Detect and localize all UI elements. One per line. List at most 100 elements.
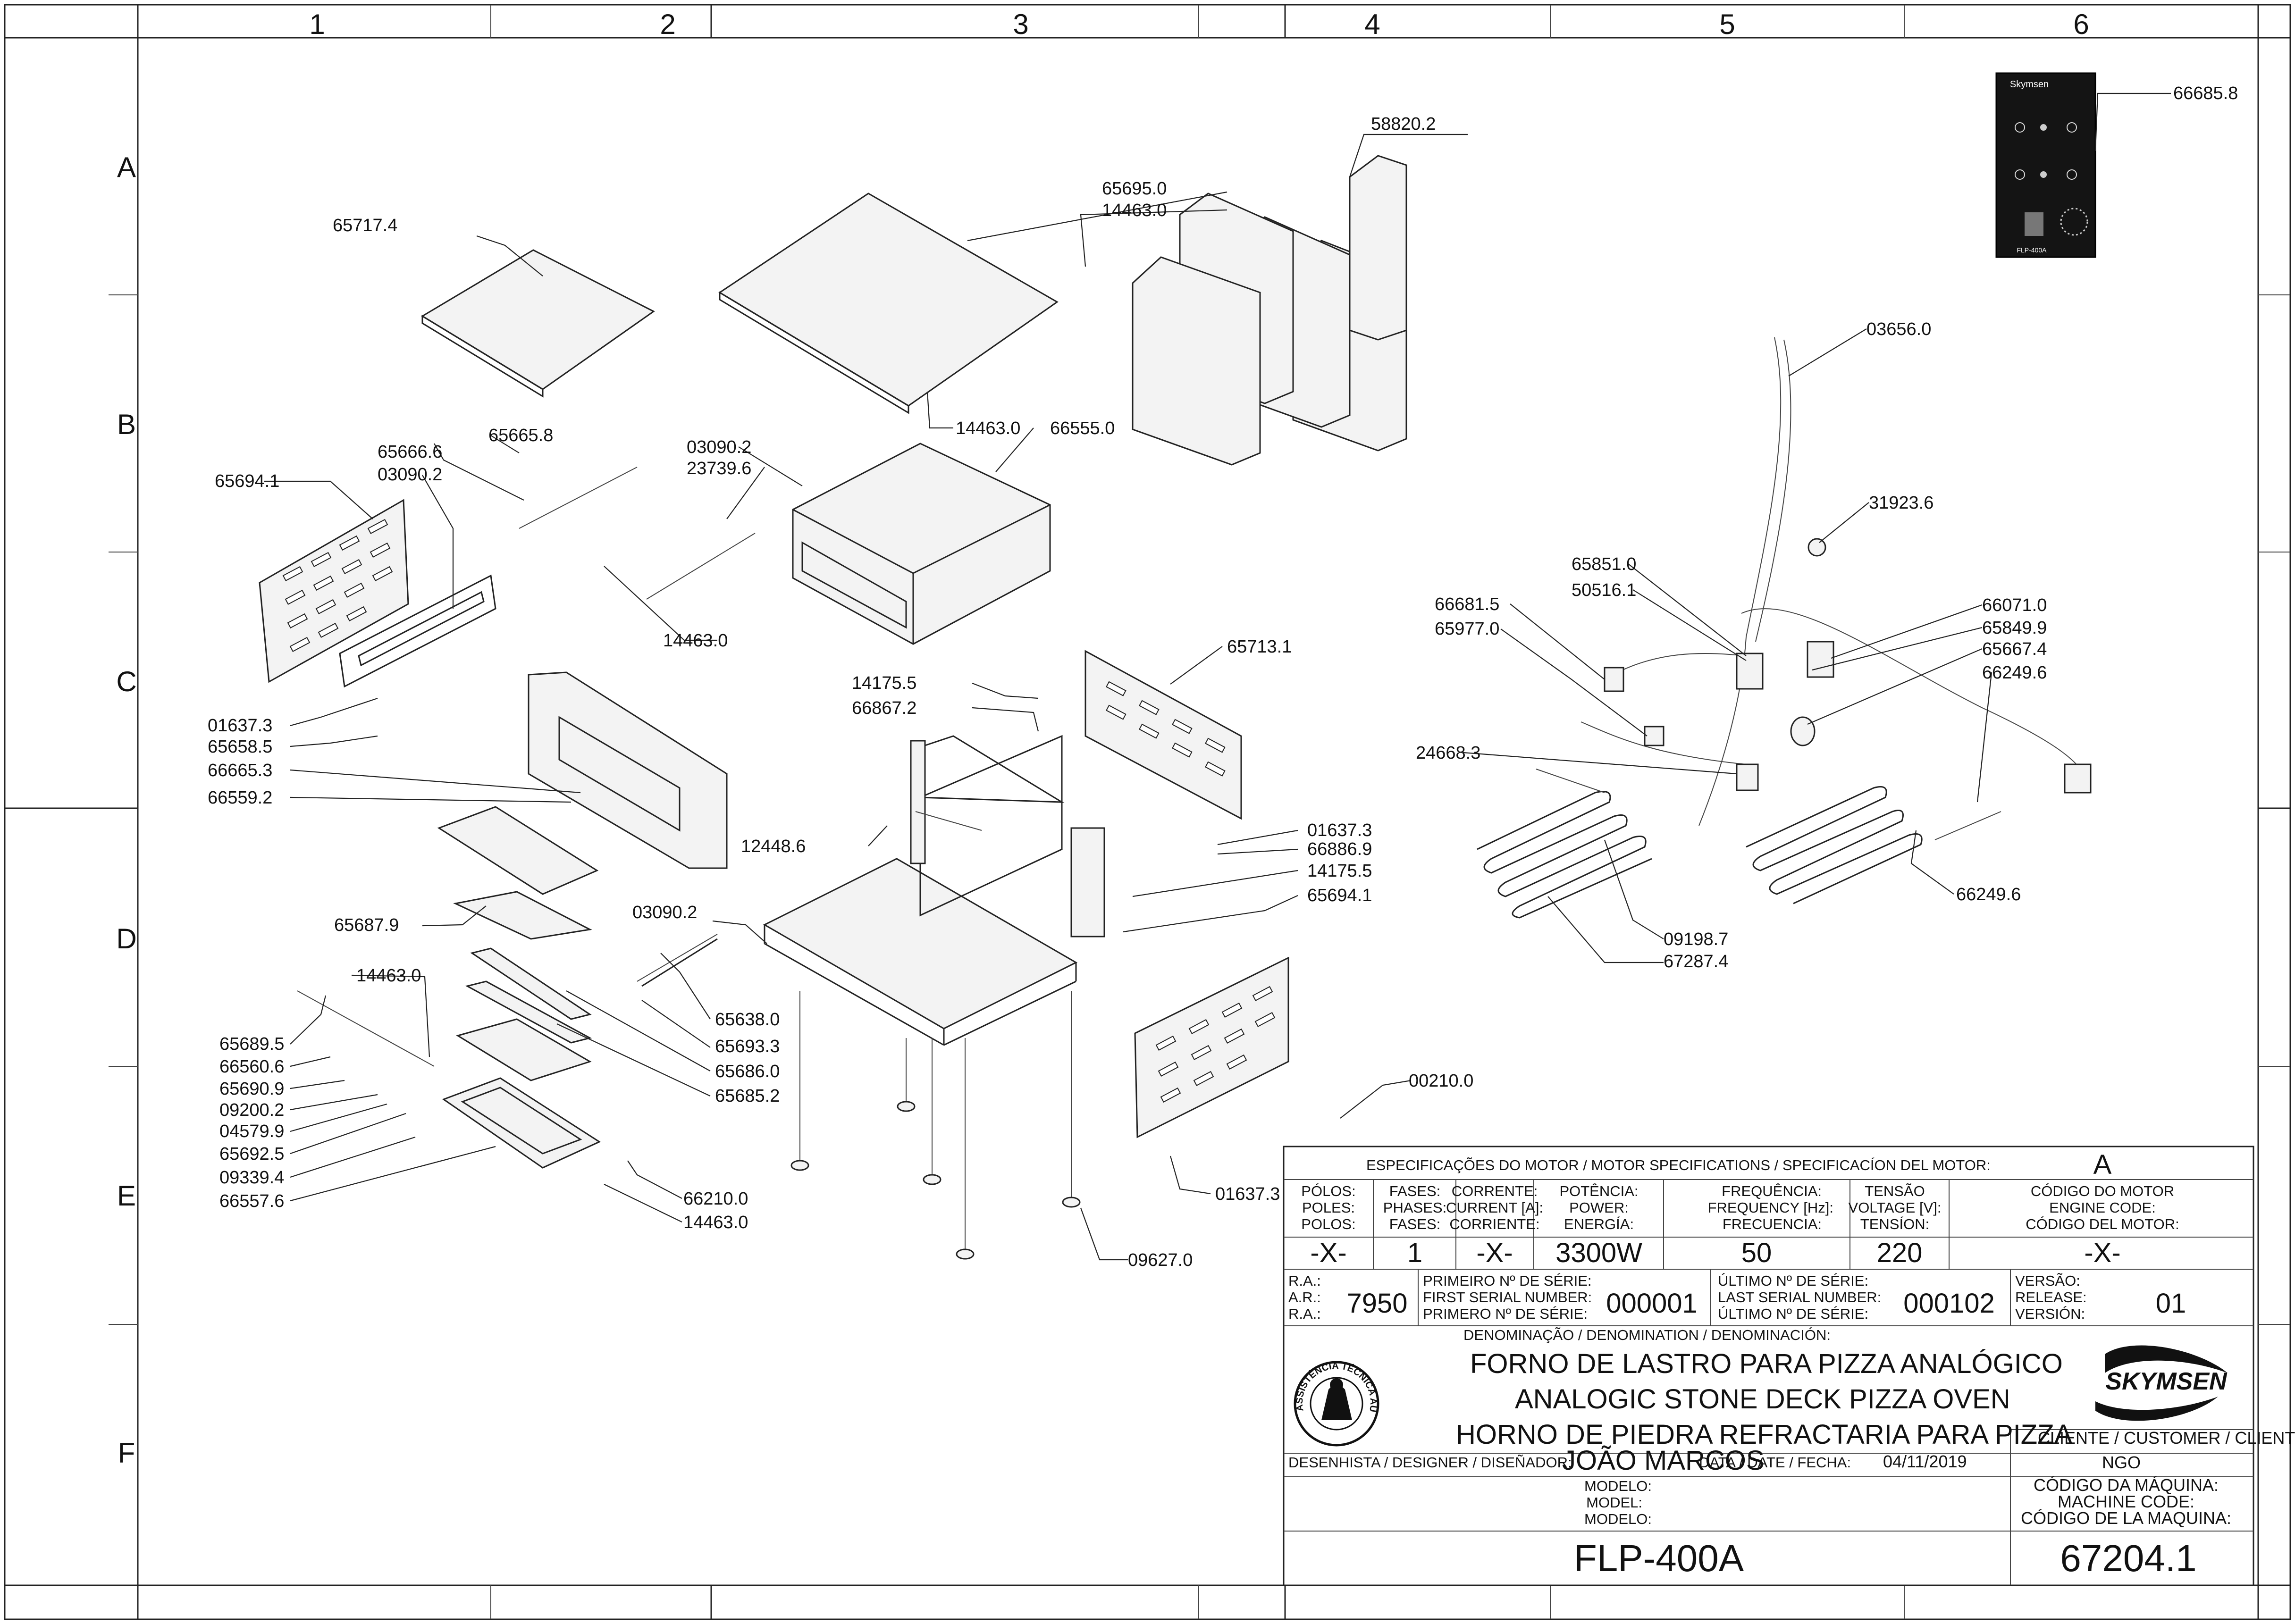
control-panel-brand: Skymsen (2010, 79, 2049, 90)
part-label: 14175.5 (1307, 861, 1372, 881)
motor-spec-header: ESPECIFICAÇÕES DO MOTOR / MOTOR SPECIFIC… (1366, 1157, 1991, 1173)
zone-col-3: 3 (1013, 8, 1028, 40)
part-label: 01637.3 (208, 716, 272, 736)
zone-row-A: A (117, 151, 136, 183)
part-label: 01637.3 (1307, 820, 1372, 840)
part-label: 65693.3 (715, 1037, 780, 1056)
col-label: PÓLOS: (1301, 1183, 1355, 1199)
relay-66071-0 (1807, 641, 1834, 678)
part-label: 66210.0 (683, 1189, 748, 1209)
part-label: 65638.0 (715, 1010, 780, 1030)
version-value: 01 (2156, 1288, 2186, 1319)
part-label: 50516.1 (1572, 580, 1636, 600)
brand-logo: SKYMSEN (2095, 1345, 2228, 1421)
cover-panel-65695-0 (718, 193, 1059, 407)
part-label: 65694.1 (215, 471, 279, 491)
value-frequency: 50 (1741, 1238, 1772, 1268)
part-label: 65658.5 (208, 737, 272, 757)
drawer-66557-6 (442, 1077, 601, 1169)
motor-col-poles: PÓLOS: POLES: POLOS: (1301, 1183, 1355, 1232)
col-label: TENSÍON: (1860, 1216, 1929, 1232)
part-label: 65695.0 (1102, 179, 1167, 199)
terminal-66681-5 (1604, 667, 1624, 692)
machine-code-label: CÓDIGO DA MÁQUINA: (2034, 1475, 2219, 1495)
date-value: 04/11/2019 (1883, 1452, 1967, 1471)
first-serial-label: PRIMERO Nº DE SÉRIE: (1423, 1306, 1588, 1322)
part-label: 65851.0 (1572, 554, 1636, 574)
part-label: 65713.1 (1227, 637, 1292, 657)
col-label: POTÊNCIA: (1559, 1183, 1638, 1199)
motor-col-voltage: TENSÃO VOLTAGE [V]: TENSÍON: (1849, 1183, 1942, 1232)
value-voltage: 220 (1877, 1238, 1923, 1268)
first-serial-label: PRIMEIRO Nº DE SÉRIE: (1423, 1272, 1592, 1289)
part-label: 09198.7 (1664, 929, 1728, 949)
model-value: FLP-400A (1574, 1537, 1744, 1579)
part-label: 66867.2 (852, 698, 916, 718)
motor-col-power: POTÊNCIA: POWER: ENERGÍA: (1559, 1183, 1638, 1232)
version-label: VERSIÓN: (2015, 1306, 2085, 1322)
model-label: MODEL: (1586, 1494, 1642, 1511)
zone-row-D: D (116, 923, 136, 954)
client-value: NGO (2102, 1453, 2141, 1472)
parts-artwork: Skymsen FLP-400A (259, 72, 2096, 1260)
value-current: -X- (1476, 1238, 1513, 1268)
part-label: 03090.2 (687, 437, 751, 457)
motor-col-engine-code: CÓDIGO DO MOTOR ENGINE CODE: CÓDIGO DEL … (2026, 1183, 2179, 1232)
zone-col-1: 1 (309, 8, 325, 40)
version-label: RELEASE: (2015, 1289, 2087, 1306)
part-label: 14463.0 (356, 966, 421, 986)
col-label: CÓDIGO DO MOTOR (2031, 1183, 2174, 1199)
col-label: FASES: (1389, 1216, 1441, 1232)
part-number-labels: 58820.2 66685.8 65695.0 14463.0 65717.4 … (208, 84, 2238, 1270)
part-label: 03090.2 (378, 465, 442, 485)
part-label: 65689.5 (219, 1034, 284, 1054)
brand-name: SKYMSEN (2105, 1368, 2228, 1395)
part-label: 14463.0 (663, 631, 728, 651)
switch-65977-0 (1644, 726, 1665, 746)
part-label: 14463.0 (956, 419, 1020, 438)
rail-65686-0 (470, 947, 592, 1020)
part-label: 66665.3 (208, 761, 272, 780)
first-serial-value: 000001 (1606, 1288, 1698, 1319)
base-chassis (763, 735, 1105, 1046)
first-serial-label: FIRST SERIAL NUMBER: (1423, 1289, 1592, 1306)
col-label: POLOS: (1301, 1216, 1355, 1232)
oven-body-66555-0 (792, 443, 1051, 645)
zone-col-2: 2 (660, 8, 675, 40)
part-label: 65687.9 (334, 915, 399, 935)
machine-code-label: MACHINE CODE: (2058, 1492, 2194, 1511)
part-label: 66559.2 (208, 788, 272, 808)
col-label: FREQUENCY [Hz]: (1708, 1199, 1833, 1216)
col-label: FRECUENCIA: (1723, 1216, 1822, 1232)
value-engine-code: -X- (2084, 1238, 2120, 1268)
product-name-pt: FORNO DE LASTRO PARA PIZZA ANALÓGICO (1470, 1348, 2063, 1379)
part-label: 24668.3 (1416, 743, 1480, 763)
fasteners (297, 467, 2001, 1067)
side-panel-65694-1-left (259, 499, 409, 683)
motor-col-phases: FASES: PHASES: FASES: (1383, 1183, 1446, 1232)
feet-09627-0 (790, 991, 1081, 1260)
ra-value: 7950 (1346, 1288, 1407, 1319)
control-panel-model: FLP-400A (2017, 246, 2047, 254)
part-label: 65694.1 (1307, 886, 1372, 905)
rail-frame-65666-6 (339, 574, 496, 688)
col-label: CORRIENTE: (1449, 1216, 1539, 1232)
version-label: VERSÃO: (2015, 1272, 2080, 1289)
part-label: 09339.4 (219, 1168, 284, 1188)
cable-gland-31923-6 (1807, 538, 1826, 557)
part-label: 04579.9 (219, 1122, 284, 1141)
part-label: 14463.0 (1102, 201, 1167, 220)
model-label: MODELO: (1584, 1511, 1652, 1527)
col-label: CÓDIGO DEL MOTOR: (2026, 1216, 2179, 1232)
designer-value: JOÃO MARCOS (1562, 1445, 1765, 1476)
side-panel-65694-1-right (1134, 956, 1289, 1138)
machine-code-label: CÓDIGO DE LA MAQUINA: (2021, 1508, 2231, 1528)
part-label: 23739.6 (687, 459, 751, 478)
leader-lines (264, 92, 2171, 1261)
part-label: 00210.0 (1409, 1071, 1473, 1091)
part-label: 58820.2 (1371, 114, 1436, 134)
part-label: 66685.8 (2173, 84, 2238, 103)
product-name-en: ANALOGIC STONE DECK PIZZA OVEN (1515, 1384, 2010, 1415)
ra-label: A.R.: (1288, 1289, 1321, 1306)
